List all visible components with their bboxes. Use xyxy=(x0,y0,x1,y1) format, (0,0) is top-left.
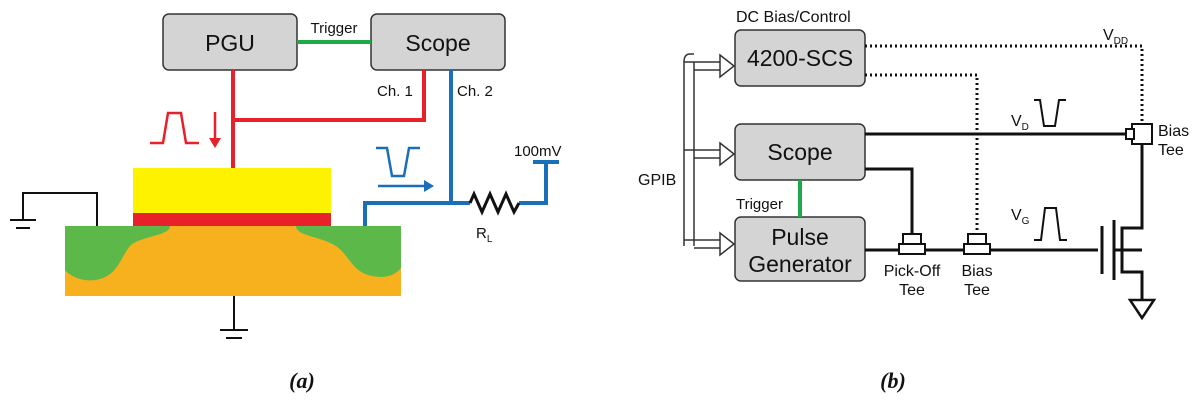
gpib-bus-top xyxy=(683,53,694,63)
trigger-label-b: Trigger xyxy=(736,196,783,213)
pickoff-tee-base xyxy=(898,243,926,255)
gate-metal xyxy=(133,168,331,213)
voltage-label: 100mV xyxy=(514,143,562,160)
gate-oxide xyxy=(133,213,331,226)
ch2-label: Ch. 2 xyxy=(457,83,493,100)
pulse-down-icon xyxy=(376,146,420,178)
bias-tee-bottom-label-2: Tee xyxy=(964,282,990,299)
vg-label: VG xyxy=(1011,207,1030,227)
scs-box xyxy=(734,29,866,87)
pulse-label-1: Pulse xyxy=(771,224,829,250)
drain-region xyxy=(296,226,401,277)
caption-a: (a) xyxy=(289,368,315,393)
scope-label-b: Scope xyxy=(767,139,832,165)
dc-bias-label: DC Bias/Control xyxy=(736,9,851,26)
pulse-up-icon xyxy=(150,111,199,145)
vdd-dotted-line xyxy=(865,44,1144,124)
source-ground-wire xyxy=(22,192,98,226)
scope-to-pickoff-wire xyxy=(865,167,914,236)
caption-b: (b) xyxy=(880,368,906,393)
vd-pulse-icon xyxy=(1034,99,1066,127)
vg-dotted-line xyxy=(865,73,979,234)
bias-tee-right-label-1: Bias xyxy=(1158,123,1189,140)
trigger-label-a: Trigger xyxy=(311,20,358,37)
pickoff-tee-icon xyxy=(902,233,922,245)
drain-wire xyxy=(1120,144,1144,300)
blue-wire-right xyxy=(519,162,548,205)
gpib-arrow-pulse xyxy=(719,231,736,257)
pgu-label: PGU xyxy=(205,30,255,56)
gpib-label: GPIB xyxy=(638,172,676,189)
bias-tee-bottom-base xyxy=(963,243,991,255)
diagram-a: PGU Scope Trigger Ch. 1 Ch. 2 100mV RL xyxy=(10,13,562,393)
down-arrow-head xyxy=(209,138,221,148)
pickoff-label-1: Pick-Off xyxy=(884,263,941,280)
vg-pulse-icon xyxy=(1034,207,1067,241)
bias-tee-bottom-label-1: Bias xyxy=(961,263,992,280)
pickoff-label-2: Tee xyxy=(899,282,925,299)
gpib-arrow-scope xyxy=(719,141,736,167)
red-wire xyxy=(231,70,426,168)
resistor-rl xyxy=(468,190,521,216)
right-arrow-head xyxy=(424,180,434,192)
pulse-label-2: Generator xyxy=(748,251,852,277)
bias-tee-right-label-2: Tee xyxy=(1158,142,1184,159)
vd-label: VD xyxy=(1011,113,1029,133)
ch1-label: Ch. 1 xyxy=(377,83,413,100)
bias-tee-right-inner xyxy=(1125,128,1135,140)
ground-icon-right xyxy=(1127,298,1157,321)
gpib-bus xyxy=(683,61,722,249)
diagram-b: DC Bias/Control 4200-SCS Scope Pulse Gen… xyxy=(638,9,1189,393)
resistor-label: RL xyxy=(476,225,493,245)
gpib-arrow-scs xyxy=(719,53,736,79)
vdd-label: VDD xyxy=(1103,27,1128,47)
blue-wire xyxy=(363,70,470,228)
scs-label: 4200-SCS xyxy=(747,45,853,71)
source-region xyxy=(65,226,170,281)
scope-label-a: Scope xyxy=(405,30,470,56)
bias-tee-bottom-icon xyxy=(967,233,987,245)
